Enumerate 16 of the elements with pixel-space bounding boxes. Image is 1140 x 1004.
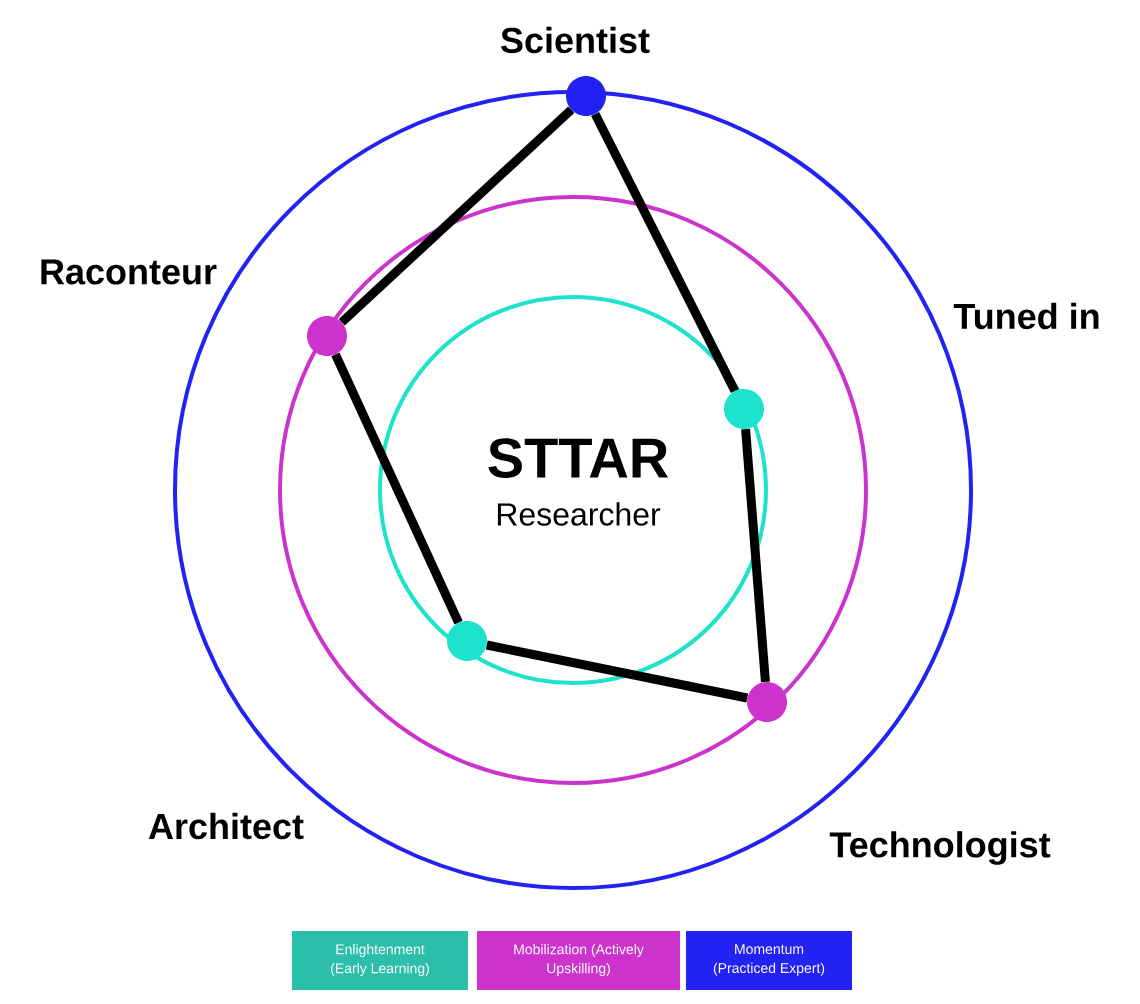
score-dot: [566, 76, 606, 116]
profile-line: [485, 640, 749, 703]
profile-line: [591, 112, 739, 393]
title-text: STTAR Researcher: [488, 438, 669, 526]
profile-line: [331, 352, 463, 625]
axis-label: Architect: [148, 812, 304, 840]
profile-line: [338, 106, 575, 326]
legend-item: Momentum (Practiced Expert): [686, 931, 852, 990]
score-dot: [747, 682, 787, 722]
axis-label: Tuned in: [953, 302, 1099, 330]
score-dot: [724, 389, 764, 429]
legend-item: Enlightenment (Early Learning): [292, 931, 468, 990]
score-dot: [447, 621, 487, 661]
legend-item: Mobilization (Actively Upskilling): [477, 931, 680, 990]
score-dot: [307, 316, 347, 356]
profile-line: [741, 428, 770, 683]
